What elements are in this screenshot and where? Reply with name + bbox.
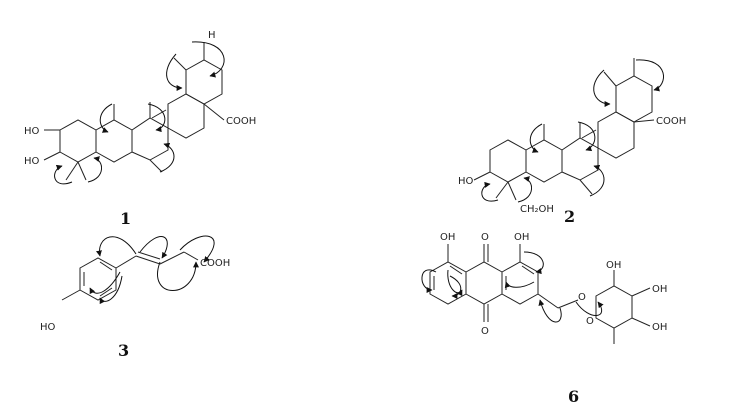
compound-2-hmbc-arrows [481, 59, 664, 203]
compound-1-substituent-3: HO [24, 156, 40, 167]
compound-2-bonds [473, 58, 655, 201]
compound-3-hmbc-arrows [89, 235, 215, 305]
compound-1-hmbc-arrows [54, 41, 225, 185]
compound-3-structure: COOH HO 3 [40, 235, 230, 360]
compound-1-bonds [43, 42, 225, 181]
compound-6-structure: OH OH O O O O OH OH OH 6 [421, 232, 667, 406]
compound-6-bonds [429, 244, 651, 344]
compound-1-structure: H COOH HO HO 1 [24, 30, 256, 228]
compound-6-ring-o: O [586, 316, 594, 327]
compound-6-sugar-oh-1: OH [606, 260, 621, 271]
compound-6-ether-o: O [578, 292, 586, 303]
compound-6-sugar-oh-2: OH [652, 284, 667, 295]
compound-6-number: 6 [568, 387, 579, 406]
compound-1-methyl-label: H [208, 30, 216, 41]
compound-3-bonds [61, 251, 199, 301]
compound-1-number: 1 [120, 209, 131, 228]
compound-6-hmbc-arrows [421, 251, 604, 323]
compound-6-oh-1: OH [440, 232, 455, 243]
compound-2-substituent-2: HO [458, 176, 474, 187]
compound-2-number: 2 [564, 207, 575, 226]
compound-1-substituent-2: HO [24, 126, 40, 137]
compound-6-keto-2: O [481, 326, 489, 337]
compound-3-substituent-1: COOH [200, 258, 230, 269]
compound-6-oh-2: OH [514, 232, 529, 243]
compound-6-keto-1: O [481, 232, 489, 243]
compound-2-structure: COOH HO CH₂OH 2 [458, 58, 686, 226]
compound-2-substituent-1: COOH [656, 116, 686, 127]
compound-2-substituent-3: CH₂OH [520, 204, 554, 215]
compound-3-number: 3 [118, 341, 129, 360]
compound-1-substituent-1: COOH [226, 116, 256, 127]
compound-6-sugar-oh-3: OH [652, 322, 667, 333]
compound-3-substituent-2: HO [40, 322, 56, 333]
